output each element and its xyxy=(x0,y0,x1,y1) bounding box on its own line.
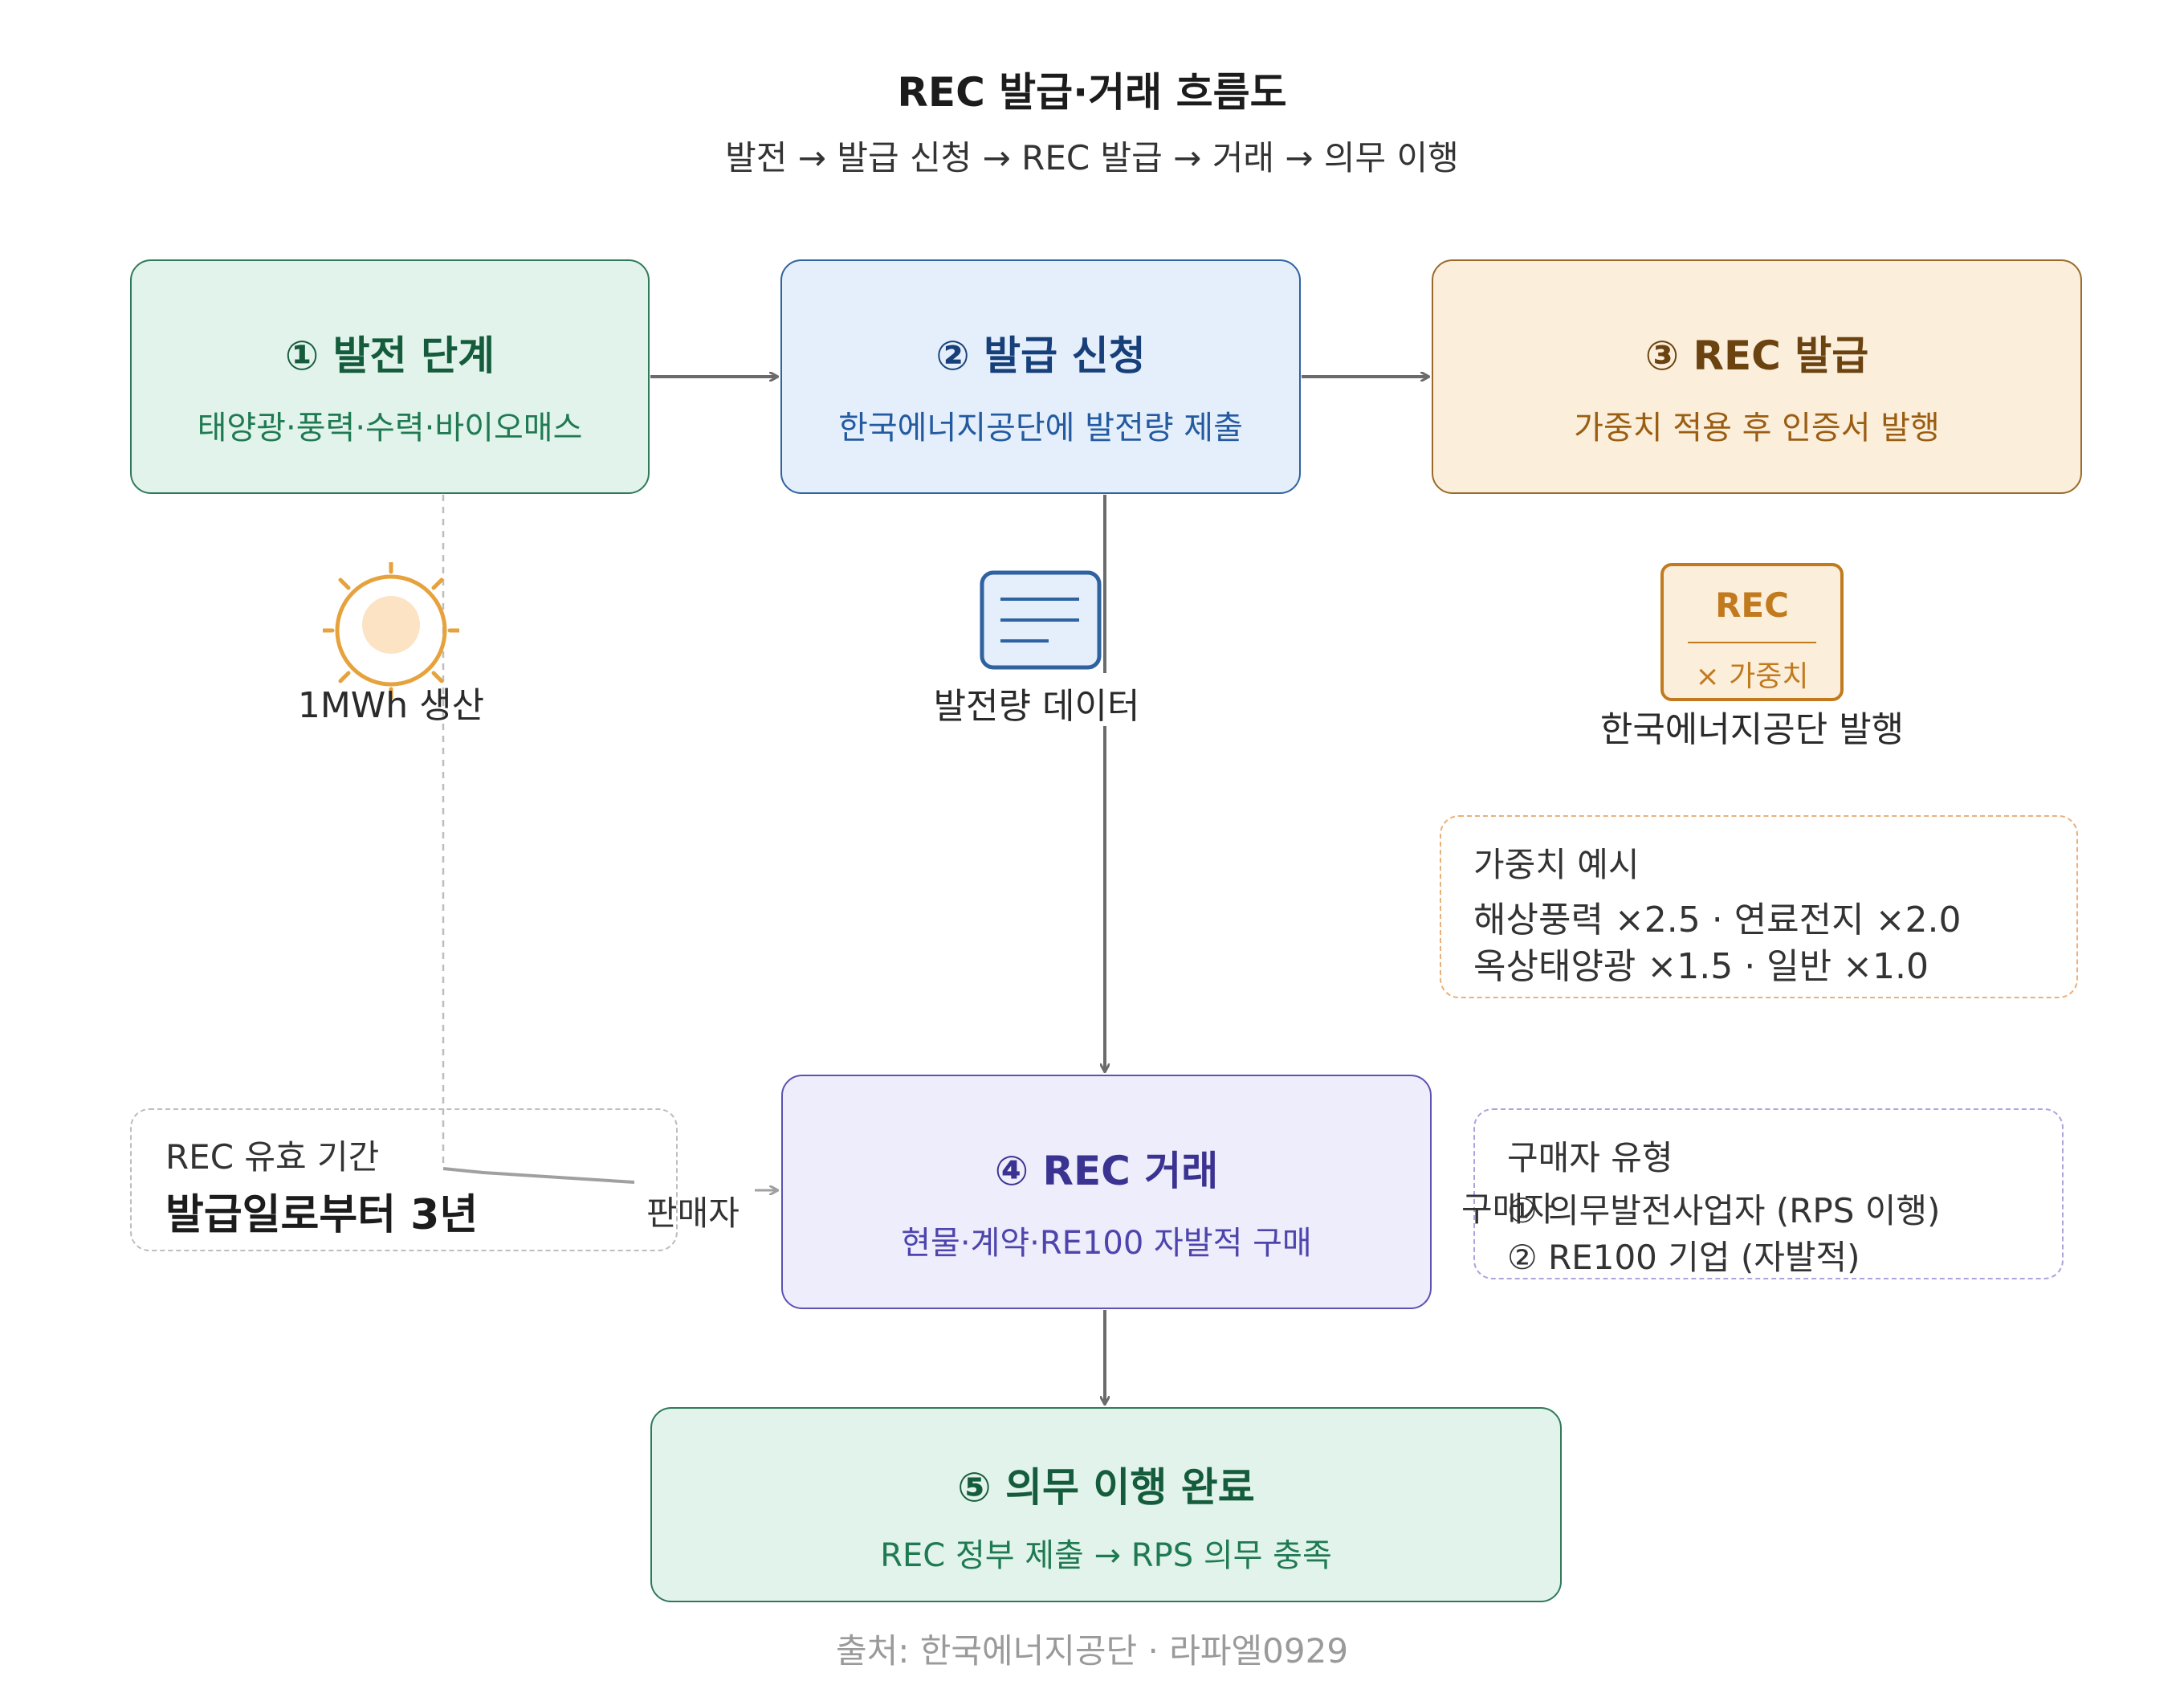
step-3-title: ③ REC 발급 xyxy=(1644,333,1869,379)
sun-caption: 1MWh 생산 xyxy=(297,685,485,726)
step-5-box: ⑤ 의무 이행 완료 REC 정부 제출 → RPS 의무 충족 xyxy=(650,1407,1562,1602)
step-2-title: ② 발급 신청 xyxy=(935,333,1146,379)
sun-icon xyxy=(323,562,459,699)
buyer-type-1: ① 의무발전사업자 (RPS 이행) xyxy=(1507,1191,1941,1230)
step-1-box: ① 발전 단계 태양광·풍력·수력·바이오매스 xyxy=(130,259,650,494)
source-footer: 출처: 한국에너지공단 · 라파엘0929 xyxy=(835,1631,1349,1671)
step-2-desc: 한국에너지공단에 발전량 제출 xyxy=(838,410,1243,447)
step-5-desc: REC 정부 제출 → RPS 의무 충족 xyxy=(880,1537,1332,1574)
buyer-type-2: ② RE100 기업 (자발적) xyxy=(1507,1238,1860,1277)
certificate-caption: 한국에너지공단 발행 xyxy=(1599,709,1905,750)
seller-label: 판매자 xyxy=(646,1193,740,1233)
buyer-types-title: 구매자 유형 xyxy=(1507,1138,1673,1177)
weight-examples-line-2: 옥상태양광 ×1.5 · 일반 ×1.0 xyxy=(1473,946,1929,987)
weight-examples-title: 가중치 예시 xyxy=(1473,845,1640,884)
step-3-desc: 가중치 적용 후 인증서 발행 xyxy=(1574,410,1940,447)
step-5-title: ⑤ 의무 이행 완료 xyxy=(957,1464,1255,1511)
step-1-title: ① 발전 단계 xyxy=(284,333,495,379)
document-caption: 발전량 데이터 xyxy=(933,686,1140,727)
buyer-label: 구매자 xyxy=(1461,1189,1554,1229)
certificate-divider xyxy=(1688,642,1816,643)
document-icon xyxy=(980,570,1102,670)
step-3-box: ③ REC 발급 가중치 적용 후 인증서 발행 xyxy=(1432,259,2082,494)
validity-label: REC 유효 기간 xyxy=(165,1137,380,1177)
step-4-box: ④ REC 거래 현물·계약·RE100 자발적 구매 xyxy=(781,1075,1432,1309)
validity-value: 발급일로부터 3년 xyxy=(165,1191,479,1239)
weight-examples-line-1: 해상풍력 ×2.5 · 연료전지 ×2.0 xyxy=(1473,900,1962,940)
step-2-box: ② 발급 신청 한국에너지공단에 발전량 제출 xyxy=(780,259,1301,494)
step-4-desc: 현물·계약·RE100 자발적 구매 xyxy=(901,1225,1312,1262)
certificate-icon: REC × 가중치 xyxy=(1660,563,1844,701)
page-subtitle: 발전 → 발급 신청 → REC 발급 → 거래 → 의무 이행 xyxy=(725,138,1459,177)
step-4-title: ④ REC 거래 xyxy=(994,1148,1219,1194)
step-1-desc: 태양광·풍력·수력·바이오매스 xyxy=(197,410,583,447)
certificate-sublabel: × 가중치 xyxy=(1695,660,1809,693)
certificate-label: REC xyxy=(1715,585,1789,625)
buyer-types-note: 구매자 유형 ① 의무발전사업자 (RPS 이행) ② RE100 기업 (자발… xyxy=(1473,1108,2064,1279)
page-title: REC 발급·거래 흐름도 xyxy=(897,69,1287,116)
weight-examples-note: 가중치 예시 해상풍력 ×2.5 · 연료전지 ×2.0 옥상태양광 ×1.5 … xyxy=(1440,815,2078,998)
caption-backdrop xyxy=(1068,673,1142,726)
